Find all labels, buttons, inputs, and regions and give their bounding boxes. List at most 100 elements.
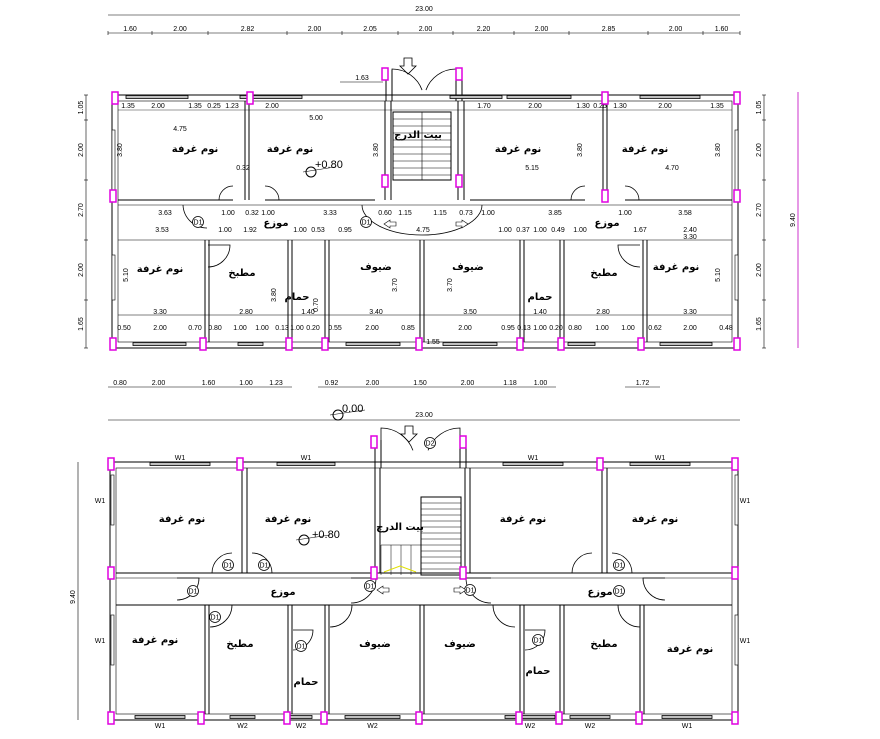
- room-label: نوم غرفة: [267, 144, 314, 155]
- below-dim: 1.50: [413, 380, 427, 387]
- window-dim: 1.00: [621, 325, 635, 332]
- door-tag-circle: [360, 216, 372, 228]
- door-swing: [571, 552, 593, 574]
- building-outline-bottom: [109, 461, 739, 721]
- inner-dim: 3.70: [392, 278, 399, 292]
- door-swing: [211, 552, 233, 574]
- window-dim-top: 1.35: [188, 103, 202, 110]
- overall-height-dim: 9.40: [790, 213, 797, 227]
- column-marker: [733, 91, 741, 105]
- window-dim-top: 1.23: [225, 103, 239, 110]
- room-label: نوم غرفة: [265, 514, 312, 525]
- window-tag: W1: [528, 455, 539, 462]
- window-dim: 0.48: [719, 325, 733, 332]
- inner-dim: 3.50: [463, 309, 477, 316]
- window-dim: 2.00: [153, 325, 167, 332]
- window-tag: W2: [367, 723, 378, 730]
- room-label: نوم غرفة: [667, 644, 714, 655]
- room-label: مطبخ: [226, 639, 253, 650]
- column-marker: [557, 337, 565, 351]
- door-swing: [617, 604, 641, 628]
- left-dim-label: 1.65: [78, 317, 85, 331]
- window-side: [110, 474, 115, 526]
- below-dim: 1.00: [239, 380, 253, 387]
- arrow-right-icon: [455, 219, 469, 229]
- entry-arrow-icon: [399, 57, 417, 75]
- window-tag: W1: [682, 723, 693, 730]
- top-dim-label: 2.05: [363, 26, 377, 33]
- room-label: نوم غرفة: [137, 264, 184, 275]
- door-swing: [207, 244, 231, 268]
- building-outline-top: [111, 94, 739, 349]
- window-dim: 2.00: [458, 325, 472, 332]
- window-dim: 0.50: [117, 325, 131, 332]
- room-label: مطبخ: [590, 639, 617, 650]
- elevation-leader: [302, 166, 336, 173]
- room-label: ضيوف: [360, 262, 392, 273]
- entry-door-left: [380, 427, 414, 462]
- inner-dim: 0.37: [516, 227, 530, 234]
- window-dim: 1.00: [533, 325, 547, 332]
- room-label: بيت الدرج: [394, 130, 442, 141]
- inner-dim: 1.00: [618, 210, 632, 217]
- column-marker: [515, 711, 523, 725]
- door-tag-circle: [424, 437, 436, 449]
- window-dim-top: 2.00: [265, 103, 279, 110]
- below-dim: 1.60: [202, 380, 216, 387]
- arrow-left-icon: [376, 585, 390, 595]
- door-tag-circle: [209, 611, 221, 623]
- door-tag-circle: [222, 559, 234, 571]
- inner-dim: 0.53: [311, 227, 325, 234]
- room-label: نوم غرفة: [159, 514, 206, 525]
- inner-dim: 5.10: [715, 268, 722, 282]
- window-tag: W1: [740, 498, 751, 505]
- inner-dim: 5.00: [309, 115, 323, 122]
- column-marker: [109, 189, 117, 203]
- window-dim: 0.13: [275, 325, 289, 332]
- room-label: مطبخ: [228, 268, 255, 279]
- window-dim: 0.95: [501, 325, 515, 332]
- elevation-marker-icon: [298, 534, 310, 546]
- column-marker: [236, 457, 244, 471]
- column-marker: [283, 711, 291, 725]
- below-dim: 2.00: [366, 380, 380, 387]
- door-swing: [642, 577, 666, 601]
- room-label: نوم غرفة: [172, 144, 219, 155]
- inner-wall-top: [117, 100, 733, 343]
- inner-dim: 2.80: [239, 309, 253, 316]
- window-side: [734, 474, 739, 526]
- window-tag: W1: [155, 723, 166, 730]
- door-tag: D1: [362, 220, 371, 227]
- column-marker: [455, 67, 463, 81]
- column-marker: [370, 566, 378, 580]
- elevation-leader: [329, 409, 366, 416]
- left-dim-label: 2.00: [78, 263, 85, 277]
- column-marker: [415, 711, 423, 725]
- room-label: موزع: [587, 587, 612, 598]
- window-dim: 0.80: [568, 325, 582, 332]
- below-dim: 0.80: [113, 380, 127, 387]
- inner-dim: 1.67: [633, 227, 647, 234]
- window-side: [734, 614, 739, 666]
- inner-dim: 3.53: [155, 227, 169, 234]
- door-tag: D1: [534, 638, 543, 645]
- below-dim: 1.23: [269, 380, 283, 387]
- inner-dim: 4.75: [416, 227, 430, 234]
- room-label: حمام: [294, 677, 319, 688]
- window-tag: W2: [585, 723, 596, 730]
- below-dim: 2.00: [461, 380, 475, 387]
- column-marker: [731, 457, 739, 471]
- window-dim: 2.00: [683, 325, 697, 332]
- window-tag: W1: [175, 455, 186, 462]
- door-swing: [624, 185, 640, 201]
- window-dim: 1.00: [255, 325, 269, 332]
- column-marker: [199, 337, 207, 351]
- top-dim-label: 2.85: [602, 26, 616, 33]
- top-dim-label: 1.60: [715, 26, 729, 33]
- room-label: حمام: [285, 292, 310, 303]
- inner-dim: 3.80: [373, 143, 380, 157]
- column-marker: [637, 337, 645, 351]
- window-dim: 0.20: [306, 325, 320, 332]
- overall-width-dim: 23.00: [415, 412, 433, 419]
